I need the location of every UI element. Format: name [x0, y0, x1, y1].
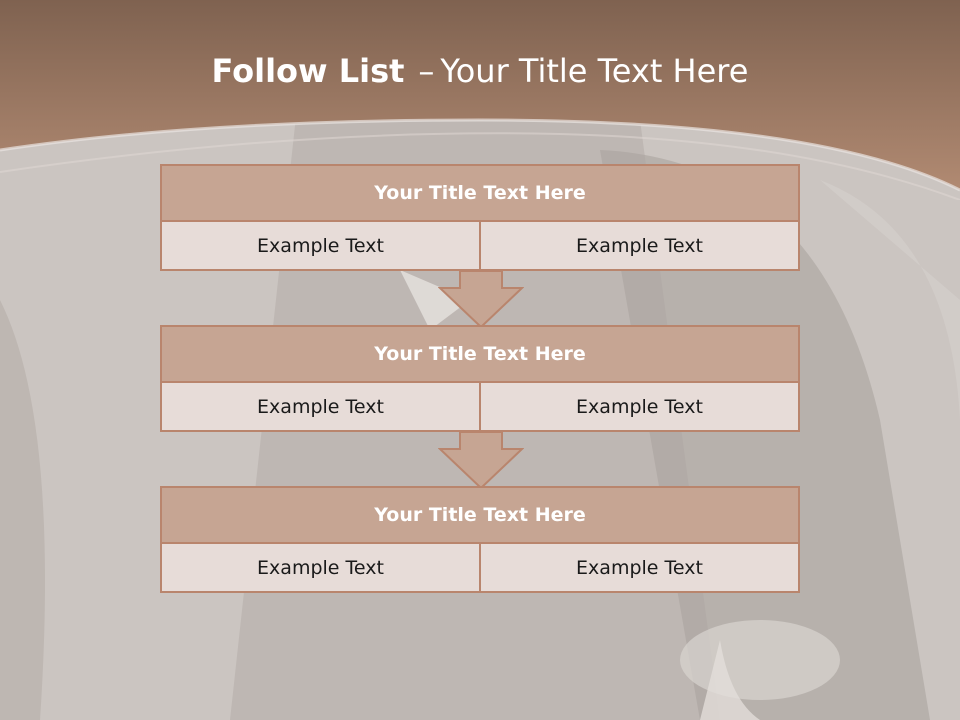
block-cell-right: Example Text — [576, 395, 703, 418]
slide-title: Follow List–Your Title Text Here — [0, 52, 960, 90]
block-header: Your Title Text Here — [162, 488, 798, 544]
down-arrow-icon — [438, 270, 524, 328]
block-cell-left: Example Text — [162, 383, 481, 430]
block-header: Your Title Text Here — [162, 327, 798, 383]
title-dash: – — [418, 52, 435, 90]
block-row: Example Text Example Text — [162, 222, 798, 269]
list-block-1: Your Title Text Here Example Text Exampl… — [160, 164, 800, 271]
title-bold: Follow List — [211, 52, 405, 90]
list-block-2: Your Title Text Here Example Text Exampl… — [160, 325, 800, 432]
title-rest: Your Title Text Here — [440, 52, 749, 90]
block-header: Your Title Text Here — [162, 166, 798, 222]
block-row: Example Text Example Text — [162, 383, 798, 430]
list-block-3: Your Title Text Here Example Text Exampl… — [160, 486, 800, 593]
header-band — [0, 0, 960, 200]
down-arrow-icon — [438, 431, 524, 489]
block-cell-right: Example Text — [576, 556, 703, 579]
block-row: Example Text Example Text — [162, 544, 798, 591]
block-cell-left: Example Text — [162, 222, 481, 269]
block-cell-left: Example Text — [162, 544, 481, 591]
block-cell-right: Example Text — [576, 234, 703, 257]
